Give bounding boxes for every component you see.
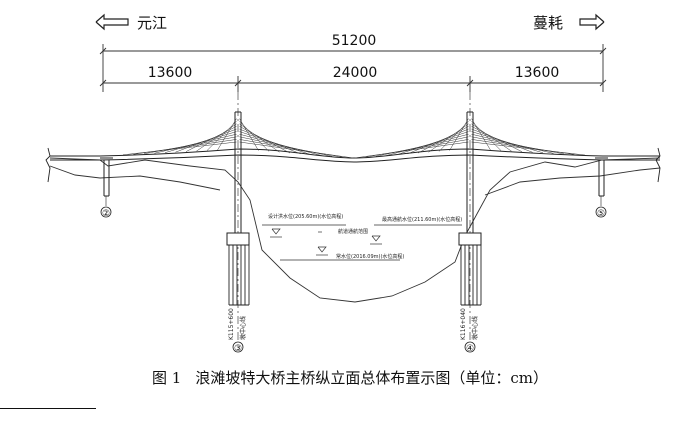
pier3-marker xyxy=(232,341,244,353)
right-direction-label: 蔓耗 xyxy=(533,14,563,32)
stay-cable xyxy=(354,141,469,159)
pier4-marker xyxy=(464,341,476,353)
left-direction-label: 元江 xyxy=(137,14,167,32)
figure-number: 图 1 xyxy=(152,369,182,387)
stay-cable xyxy=(471,141,586,156)
stay-cable xyxy=(471,136,565,155)
stay-cable xyxy=(122,141,237,156)
abutment-left xyxy=(100,157,113,206)
pile-cap-left xyxy=(226,232,250,246)
dimension-lines xyxy=(99,44,607,92)
figure-caption: 图 1 浪滩坡特大桥主桥纵立面总体布置示图（单位：cm） xyxy=(0,367,700,388)
stay-cable xyxy=(239,131,312,155)
pier3-number: ③ xyxy=(234,344,242,354)
channel-label: 航道通航范围 xyxy=(338,228,368,235)
stay-cable xyxy=(154,133,237,154)
abutment-left-marker xyxy=(100,206,112,218)
water-symbols xyxy=(270,228,382,256)
stay-cable xyxy=(143,136,237,155)
stay-cable xyxy=(239,136,333,157)
pier-centerlines xyxy=(237,92,471,340)
main-span-dimension: 24000 xyxy=(333,65,378,81)
stay-cable xyxy=(164,131,237,153)
pier3-axis-label: 墩中心线 xyxy=(239,316,247,340)
abutment-right xyxy=(595,157,608,206)
pier4-number: ④ xyxy=(466,344,474,354)
left-span-dimension: 13600 xyxy=(148,65,193,81)
right-span-dimension: 13600 xyxy=(515,65,560,81)
piles-right xyxy=(460,245,482,306)
terrain-profile xyxy=(49,157,661,303)
total-length-dimension: 51200 xyxy=(332,33,377,49)
stay-cable xyxy=(239,141,354,159)
piles-left xyxy=(228,245,250,306)
break-marks xyxy=(45,147,661,183)
stay-cable xyxy=(471,131,544,154)
navigation-high-label: 最高通航水位(211.60m)(水位高程) xyxy=(382,216,462,223)
pier4-station-label: K116+040 xyxy=(460,308,467,340)
abutment-right-number: ⑤ xyxy=(597,209,605,219)
water-level-lines xyxy=(262,224,462,261)
stay-cable xyxy=(239,133,322,156)
design-flood-label: 设计洪水位(205.60m)(水位高程) xyxy=(268,213,343,220)
figure-title: 浪滩坡特大桥主桥纵立面总体布置示图（单位：cm） xyxy=(195,369,548,387)
stay-cable xyxy=(471,133,554,154)
left-direction-arrow xyxy=(95,13,129,31)
abutment-left-number: ② xyxy=(102,209,110,219)
pier4-axis-label: 墩中心线 xyxy=(471,316,479,340)
right-direction-arrow xyxy=(579,13,605,31)
stay-cable xyxy=(386,133,469,156)
normal-water-label: 常水位(2016.09m)(水位高程) xyxy=(336,253,404,260)
pile-cap-right xyxy=(458,232,482,246)
bridge-deck xyxy=(50,148,660,163)
stay-cables xyxy=(122,118,586,159)
abutment-right-marker xyxy=(595,206,607,218)
footnote-rule xyxy=(0,408,96,409)
stay-cable xyxy=(396,131,469,155)
stay-cable xyxy=(375,136,469,157)
pier3-station-label: K115+600 xyxy=(228,308,235,340)
